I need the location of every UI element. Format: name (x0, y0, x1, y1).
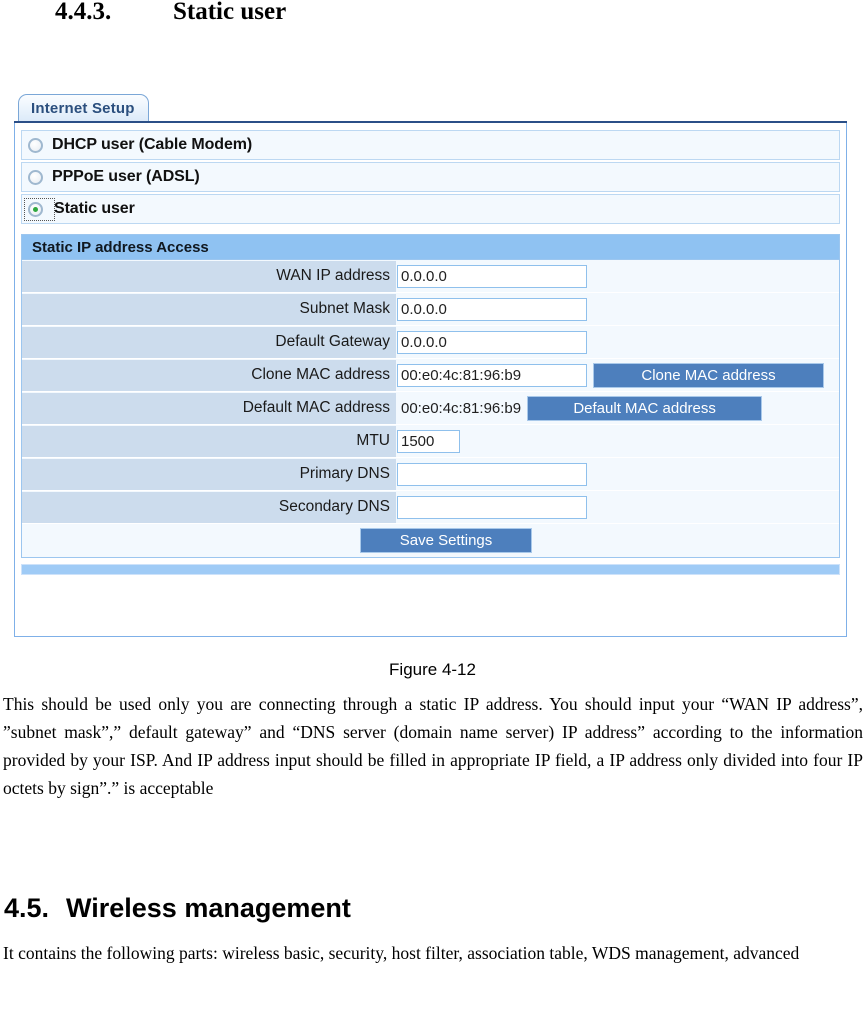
field-row-wan-ip-address: WAN IP address (22, 260, 839, 293)
field-label-default-mac-address: Default MAC address (22, 392, 396, 424)
save-settings-row: Save Settings (22, 524, 839, 557)
panel-footer-bar (21, 564, 840, 575)
field-value-mtu (396, 425, 839, 457)
tab-underline (14, 121, 847, 123)
field-row-primary-dns: Primary DNS (22, 458, 839, 491)
section-header-label: Static IP address Access (32, 238, 209, 256)
secondary-dns-input[interactable] (397, 495, 587, 519)
field-row-default-gateway: Default Gateway (22, 326, 839, 359)
heading-wireless-management: 4.5. Wireless management (4, 893, 351, 924)
connection-type-options: DHCP user (Cable Modem) PPPoE user (ADSL… (21, 130, 840, 224)
section-title: Static user (173, 0, 287, 25)
page-title: 4.4.3. Static user (55, 0, 286, 26)
option-label-dhcp-user: DHCP user (Cable Modem) (52, 136, 253, 153)
tab-label: Internet Setup (31, 99, 135, 117)
option-row-dhcp-user[interactable]: DHCP user (Cable Modem) (21, 130, 840, 160)
option-label-static-user: Static user (54, 200, 135, 217)
field-row-subnet-mask: Subnet Mask (22, 293, 839, 326)
field-row-secondary-dns: Secondary DNS (22, 491, 839, 524)
field-label-mtu: MTU (22, 425, 396, 457)
option-label-pppoe-user: PPPoE user (ADSL) (52, 168, 200, 185)
field-value-secondary-dns (396, 491, 839, 523)
tab-internet-setup[interactable]: Internet Setup (18, 94, 149, 121)
wan-ip-address-input[interactable] (397, 264, 587, 288)
field-label-subnet-mask: Subnet Mask (22, 293, 396, 325)
radio-pppoe-user-icon[interactable] (28, 169, 43, 185)
internet-setup-panel: Internet Setup DHCP user (Cable Modem) P… (14, 94, 847, 637)
primary-dns-input[interactable] (397, 462, 587, 486)
field-label-primary-dns: Primary DNS (22, 458, 396, 490)
field-value-default-mac-address: 00:e0:4c:81:96:b9 Default MAC address (396, 392, 839, 424)
mtu-input[interactable] (397, 429, 460, 453)
radio-dhcp-user-icon[interactable] (28, 137, 43, 153)
heading-wireless-title: Wireless management (66, 893, 351, 923)
static-ip-settings-table: WAN IP address Subnet Mask Default Gatew… (21, 260, 840, 558)
clone-mac-address-input[interactable] (397, 363, 587, 387)
default-mac-address-text: 00:e0:4c:81:96:b9 (401, 399, 522, 417)
heading-wireless-number: 4.5. (4, 893, 50, 923)
radio-focus-ring (24, 197, 55, 221)
section-number: 4.4.3. (55, 0, 112, 25)
tab-strip: Internet Setup (14, 94, 847, 123)
section-header-static-ip: Static IP address Access (21, 234, 840, 260)
field-value-subnet-mask (396, 293, 839, 325)
field-label-wan-ip-address: WAN IP address (22, 260, 396, 292)
save-settings-button[interactable]: Save Settings (360, 528, 532, 553)
field-label-clone-mac-address: Clone MAC address (22, 359, 396, 391)
subnet-mask-input[interactable] (397, 297, 587, 321)
field-row-default-mac-address: Default MAC address 00:e0:4c:81:96:b9 De… (22, 392, 839, 425)
field-value-wan-ip-address (396, 260, 839, 292)
field-label-secondary-dns: Secondary DNS (22, 491, 396, 523)
figure-caption: Figure 4-12 (389, 660, 476, 679)
field-value-default-gateway (396, 326, 839, 358)
default-mac-address-button[interactable]: Default MAC address (527, 395, 763, 421)
field-value-clone-mac-address: Clone MAC address (396, 359, 839, 391)
option-row-static-user[interactable]: Static user (21, 194, 840, 224)
field-row-clone-mac-address: Clone MAC address Clone MAC address (22, 359, 839, 392)
panel-body: DHCP user (Cable Modem) PPPoE user (ADSL… (14, 123, 847, 637)
paragraph-wireless-management: It contains the following parts: wireles… (3, 943, 800, 963)
clone-mac-address-button[interactable]: Clone MAC address (593, 362, 824, 388)
field-row-mtu: MTU (22, 425, 839, 458)
field-value-primary-dns (396, 458, 839, 490)
field-label-default-gateway: Default Gateway (22, 326, 396, 358)
default-gateway-input[interactable] (397, 330, 587, 354)
paragraph-static-user: This should be used only you are connect… (3, 694, 863, 798)
option-row-pppoe-user[interactable]: PPPoE user (ADSL) (21, 162, 840, 192)
radio-static-user-icon[interactable] (28, 201, 43, 217)
